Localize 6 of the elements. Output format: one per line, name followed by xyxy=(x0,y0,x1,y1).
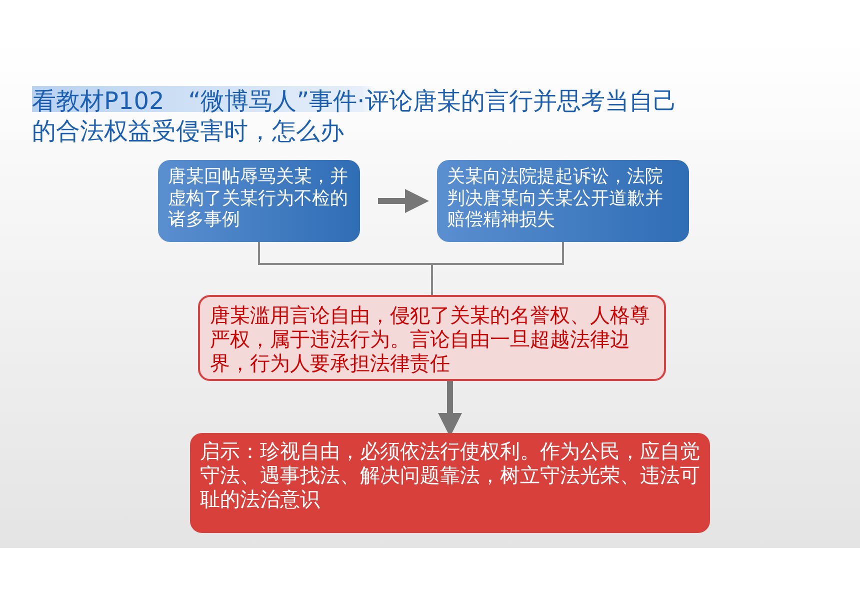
text-box: 关某向法院提起诉讼，法院判决唐某向关某公开道歉并赔偿精神损失 xyxy=(437,160,689,242)
text-box: 唐某滥用言论自由，侵犯了关某的名誉权、人格尊严权，属于违法行为。言论自由一旦超越法律边界，行为人要承担法律责任 xyxy=(198,295,666,381)
bracket-line xyxy=(431,242,564,295)
text-box: 唐某回帖辱骂关某，并虚构了关某行为不检的诸多事例 xyxy=(158,160,360,242)
arrow xyxy=(378,189,429,213)
text-box: 启示：珍视自由，必须依法行使权利。作为公民，应自觉守法、遇事找法、解决问题靠法，树立守法光荣、违法可耻的法治意识 xyxy=(190,433,710,533)
